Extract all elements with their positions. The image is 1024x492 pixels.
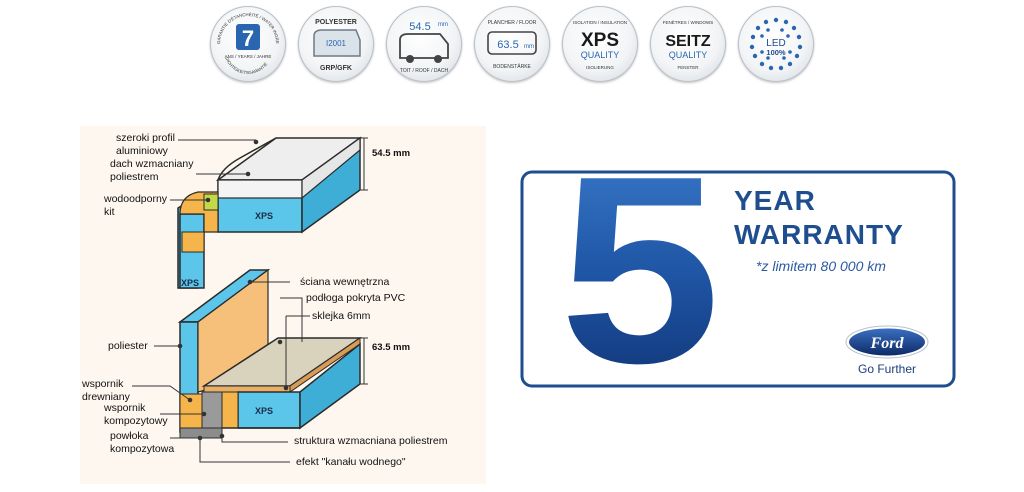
label-reinforced-roof: dach wzmacniany poliestrem bbox=[110, 158, 194, 183]
big-five-numeral: 5 bbox=[559, 152, 720, 392]
warranty-7-years-badge: GARANTIE D'ÉTANCHÉITÉ / WATER INGRESS WA… bbox=[210, 6, 286, 82]
svg-text:FENÊTRES / WINDOWS: FENÊTRES / WINDOWS bbox=[663, 18, 714, 25]
xps-insulation-badge: ISOLATION / INSULATION XPS QUALITY ISOLI… bbox=[562, 6, 638, 82]
label-wood-bracket: wspornik drewniany bbox=[82, 378, 130, 403]
svg-text:54.5: 54.5 bbox=[409, 21, 430, 33]
floor-layer-icon: PLANCHER / FLOOR 63.5 mm BODENSTÄRKE bbox=[487, 20, 537, 70]
xps-quality-icon: ISOLATION / INSULATION XPS QUALITY ISOLI… bbox=[573, 20, 627, 70]
five-year-warranty-graphic: 5 Ford bbox=[520, 152, 956, 392]
label-inner-wall: ściana wewnętrzna bbox=[300, 276, 390, 288]
svg-text:LED: LED bbox=[766, 38, 785, 49]
leader-lines bbox=[132, 139, 310, 463]
roof-thickness-badge: 54.5 mm TOIT / ROOF / DACH bbox=[386, 6, 462, 82]
seitz-quality-icon: FENÊTRES / WINDOWS SEITZ QUALITY FENSTER bbox=[663, 18, 714, 70]
ford-logo: Ford bbox=[845, 325, 929, 359]
svg-text:ISOLIERUNG: ISOLIERUNG bbox=[586, 65, 614, 70]
svg-text:SEITZ: SEITZ bbox=[665, 33, 711, 50]
ford-tagline: Go Further bbox=[858, 362, 917, 376]
label-aluminium-profile: szeroki profil aluminiowy bbox=[116, 132, 175, 157]
label-polyester: poliester bbox=[108, 340, 148, 352]
svg-text:100%: 100% bbox=[766, 48, 786, 57]
warranty-heading: WARRANTY bbox=[734, 219, 904, 250]
label-reinforced-structure: struktura wzmacniana poliestrem bbox=[294, 435, 448, 447]
label-composite-coating: powłoka kompozytowa bbox=[110, 430, 175, 455]
label-composite-bracket: wspornik kompozytowy bbox=[104, 402, 168, 427]
van-roof-icon: 54.5 mm TOIT / ROOF / DACH bbox=[399, 21, 449, 74]
year-heading: YEAR bbox=[734, 185, 816, 216]
label-plywood: sklejka 6mm bbox=[312, 310, 371, 322]
mileage-limit-note: *z limitem 80 000 km bbox=[756, 258, 886, 274]
svg-text:I2001: I2001 bbox=[326, 39, 347, 48]
feature-badges: GARANTIE D'ÉTANCHÉITÉ / WATER INGRESS WA… bbox=[210, 6, 814, 86]
svg-text:63.5: 63.5 bbox=[497, 39, 518, 51]
floor-thickness-badge: PLANCHER / FLOOR 63.5 mm BODENSTÄRKE bbox=[474, 6, 550, 82]
label-pvc-floor: podłoga pokryta PVC bbox=[306, 292, 406, 304]
svg-text:QUALITY: QUALITY bbox=[581, 50, 620, 60]
dimension-markers bbox=[360, 137, 368, 385]
seitz-windows-badge: FENÊTRES / WINDOWS SEITZ QUALITY FENSTER bbox=[650, 6, 726, 82]
xps-wall-label: XPS bbox=[181, 278, 199, 288]
svg-text:XPS: XPS bbox=[581, 30, 619, 51]
svg-text:QUALITY: QUALITY bbox=[669, 50, 708, 60]
svg-text:GRP/GFK: GRP/GFK bbox=[320, 65, 352, 72]
floor-section bbox=[177, 268, 363, 439]
label-waterproof-sealant: wodoodporny kit bbox=[104, 193, 168, 218]
led-dots-icon: LED 100% bbox=[749, 17, 803, 71]
polyester-roof-badge: POLYESTER I2001 GRP/GFK bbox=[298, 6, 374, 82]
xps-floor-label: XPS bbox=[255, 406, 273, 416]
svg-text:TOIT / ROOF / DACH: TOIT / ROOF / DACH bbox=[400, 68, 449, 74]
roof-dimension-label: 54.5 mm bbox=[372, 148, 410, 159]
svg-text:mm: mm bbox=[438, 22, 448, 28]
svg-text:FENSTER: FENSTER bbox=[677, 65, 699, 70]
xps-roof-label: XPS bbox=[255, 211, 273, 221]
warranty-7-years-icon: GARANTIE D'ÉTANCHÉITÉ / WATER INGRESS WA… bbox=[210, 6, 280, 75]
svg-text:7: 7 bbox=[242, 26, 254, 51]
svg-text:ISOLATION / INSULATION: ISOLATION / INSULATION bbox=[573, 20, 627, 25]
roof-section bbox=[177, 136, 363, 289]
floor-dimension-label: 63.5 mm bbox=[372, 342, 410, 353]
led-badge: LED 100% bbox=[738, 6, 814, 82]
svg-text:ANS / YEARS / JAHRE: ANS / YEARS / JAHRE bbox=[225, 54, 272, 59]
svg-text:BODENSTÄRKE: BODENSTÄRKE bbox=[493, 63, 531, 70]
svg-text:mm: mm bbox=[524, 44, 534, 50]
svg-text:POLYESTER: POLYESTER bbox=[315, 19, 357, 26]
label-water-channel: efekt "kanału wodnego" bbox=[296, 456, 406, 468]
ford-wordmark: Ford bbox=[870, 335, 905, 352]
van-icon: POLYESTER I2001 GRP/GFK bbox=[313, 19, 361, 72]
svg-text:PLANCHER / FLOOR: PLANCHER / FLOOR bbox=[488, 20, 537, 26]
